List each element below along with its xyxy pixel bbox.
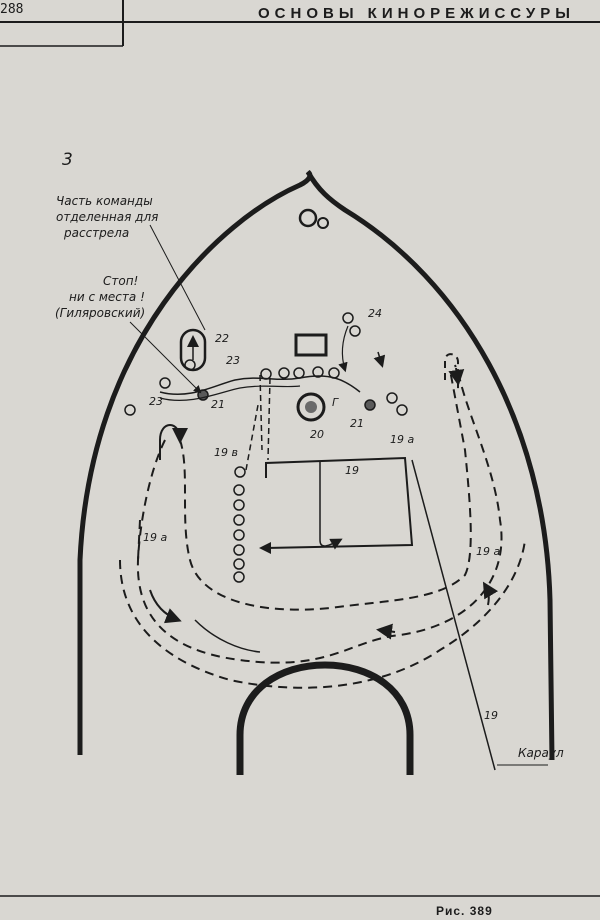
label-23-upper: 23 [226, 354, 240, 367]
label-19a-right: 19 а [476, 545, 500, 558]
stop-note-line1: Стоп! [103, 274, 138, 288]
label-19-top: 19 [345, 464, 359, 477]
label-19a-left: 19 а [143, 531, 167, 544]
header-rules [0, 0, 600, 47]
label-23-lower: 23 [149, 395, 163, 408]
squad-note-line2: отделенная для [56, 210, 158, 224]
bow-circle-large [298, 208, 318, 228]
squad-note-line3: расстрела [63, 226, 129, 240]
figures-row [124, 312, 408, 416]
running-title: ОСНОВЫ КИНОРЕЖИССУРЫ [258, 5, 575, 22]
route-19a [136, 364, 503, 664]
squad-note-line1: Часть команды [56, 194, 153, 208]
lane-19v [245, 374, 271, 471]
label-21-right: 21 [350, 417, 364, 430]
label-24: 24 [368, 307, 382, 320]
stop-note-line3: (Гиляровский) [55, 306, 145, 320]
label-21-left: 21 [211, 398, 225, 411]
route-19 [265, 456, 414, 549]
label-22: 22 [215, 332, 229, 345]
bow-circle-small [317, 217, 329, 229]
page-number: 288 [0, 2, 24, 17]
figures-column [233, 466, 246, 583]
stop-note-line2: ни с места ! [69, 290, 145, 304]
guard-line [411, 459, 496, 771]
stern-arc [236, 661, 414, 775]
label-g: Г [332, 396, 339, 409]
officer-circle-20 [296, 392, 326, 422]
figure-21-right [364, 399, 376, 411]
label-19-guard: 19 [484, 709, 498, 722]
scene-number: 3 [62, 150, 73, 170]
deck-outline [77, 170, 555, 761]
squad-enclosure [179, 328, 207, 372]
figure-caption: Рис. 389 [436, 904, 493, 918]
guard-note: Караул [518, 746, 564, 760]
label-19v: 19 в [214, 446, 238, 459]
label-19a-top: 19 а [390, 433, 414, 446]
hatch-rectangle [294, 333, 328, 357]
label-20: 20 [310, 428, 324, 441]
